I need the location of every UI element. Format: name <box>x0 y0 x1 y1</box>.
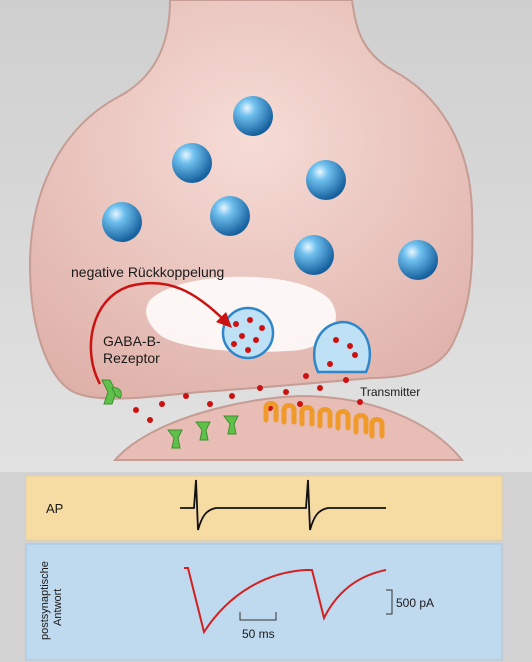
green-receptor-icon <box>223 415 239 435</box>
synaptic-vesicles <box>102 96 438 280</box>
green-receptor-icon <box>195 421 211 441</box>
orange-receptor-icon <box>369 417 385 439</box>
postsynaptic-green-receptors <box>167 415 239 449</box>
green-receptor-icon <box>167 429 183 449</box>
response-label-line2: Antwort <box>52 589 64 626</box>
vesicle-icon <box>210 196 250 236</box>
orange-receptor-icon <box>263 401 279 423</box>
orange-receptor-icon <box>353 413 369 435</box>
current-scale-label: 500 pA <box>396 596 434 610</box>
transmitter-label: Transmitter <box>360 385 420 399</box>
presynaptic-terminal <box>28 0 474 400</box>
orange-receptor-icon <box>299 405 315 427</box>
receptor-label-line1: GABA-B- <box>103 333 161 349</box>
feedback-label: negative Rückkoppelung <box>71 264 224 280</box>
filled-vesicle <box>221 306 275 360</box>
response-trace <box>184 567 387 635</box>
response-label-line1: postsynaptische <box>39 561 51 640</box>
ap-trace <box>180 479 386 531</box>
transmitter-molecules <box>133 352 363 423</box>
vesicle-icon <box>294 235 334 275</box>
vesicle-icon <box>398 240 438 280</box>
response-panel <box>25 543 503 661</box>
orange-receptor-icon <box>317 407 333 429</box>
orange-receptor-icon <box>281 403 297 425</box>
ap-panel-label: AP <box>46 501 63 516</box>
feedback-arrow <box>89 281 232 385</box>
orange-receptor-icon <box>335 409 351 431</box>
current-scale-bar <box>386 589 393 615</box>
vesicle-icon <box>306 160 346 200</box>
postsynaptic-membrane <box>112 394 465 461</box>
time-scale-bar <box>239 612 277 621</box>
fusing-vesicle <box>312 320 372 374</box>
vesicle-icon <box>172 143 212 183</box>
gaba-b-receptor-icon <box>101 379 122 405</box>
vesicle-icon <box>233 96 273 136</box>
postsynaptic-orange-receptors <box>263 401 385 439</box>
time-scale-label: 50 ms <box>242 627 275 641</box>
vesicle-icon <box>102 202 142 242</box>
receptor-label-line2: Rezeptor <box>103 350 160 366</box>
